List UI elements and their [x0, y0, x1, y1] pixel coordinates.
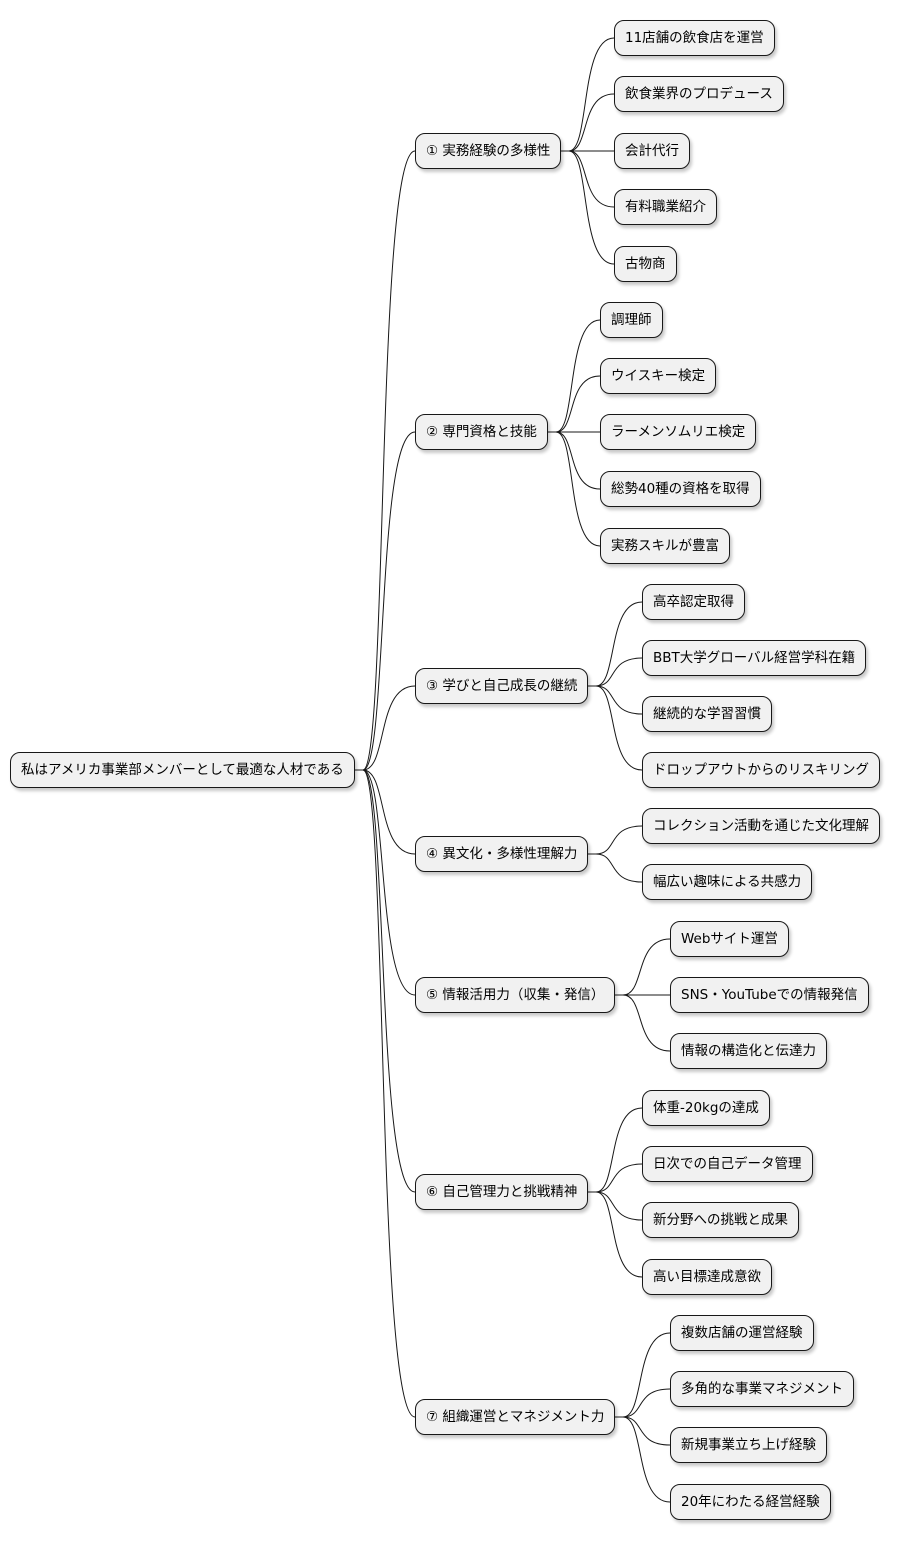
leaf-node: 幅広い趣味による共感力	[642, 864, 813, 900]
leaf-node: 新分野への挑戦と成果	[642, 1202, 799, 1238]
branch-leaf-connector	[561, 93, 615, 152]
root-branch-connector	[355, 769, 416, 855]
root-node: 私はアメリカ事業部メンバーとして最適な人材である	[10, 752, 355, 788]
branch-leaf-connector	[548, 375, 601, 433]
branch-leaf-connector	[561, 37, 615, 152]
root-branch-connector	[355, 769, 416, 996]
branch-leaf-connector	[548, 431, 601, 547]
branch-leaf-connector	[588, 1163, 643, 1193]
leaf-node: 総勢40種の資格を取得	[600, 471, 761, 507]
leaf-node: 情報の構造化と伝達力	[670, 1033, 827, 1069]
branch-node: ② 専門資格と技能	[415, 414, 548, 450]
branch-node: ⑦ 組織運営とマネジメント力	[415, 1399, 616, 1435]
leaf-node: 日次での自己データ管理	[642, 1146, 813, 1182]
branch-node: ⑤ 情報活用力（収集・発信）	[415, 977, 616, 1013]
leaf-node: ウイスキー検定	[600, 358, 717, 394]
root-branch-connector	[355, 769, 416, 1193]
leaf-node: 11店舗の飲食店を運営	[614, 20, 775, 56]
branch-leaf-connector	[615, 1332, 671, 1418]
leaf-node: 継続的な学習習慣	[642, 696, 772, 732]
branch-leaf-connector	[615, 1388, 671, 1418]
branch-leaf-connector	[588, 657, 643, 687]
branch-leaf-connector	[588, 601, 643, 687]
branch-leaf-connector	[588, 1191, 643, 1278]
leaf-node: 新規事業立ち上げ経験	[670, 1427, 827, 1463]
branch-leaf-connector	[588, 1107, 643, 1193]
branch-leaf-connector	[548, 431, 601, 490]
root-branch-connector	[355, 685, 416, 771]
leaf-node: 古物商	[614, 246, 677, 282]
leaf-node: 調理師	[600, 302, 663, 338]
leaf-node: 複数店舗の運営経験	[670, 1315, 814, 1351]
leaf-node: 体重-20kgの達成	[642, 1090, 770, 1126]
branch-leaf-connector	[615, 938, 671, 996]
leaf-node: 有料職業紹介	[614, 189, 717, 225]
branch-node: ① 実務経験の多様性	[415, 133, 562, 169]
branch-leaf-connector	[561, 150, 615, 265]
root-branch-connector	[355, 150, 416, 771]
branch-node: ④ 異文化・多様性理解力	[415, 836, 589, 872]
leaf-node: 実務スキルが豊富	[600, 528, 730, 564]
branch-leaf-connector	[548, 319, 601, 433]
leaf-node: 会計代行	[614, 133, 690, 169]
leaf-node: ドロップアウトからのリスキリング	[642, 752, 880, 788]
branch-node: ⑥ 自己管理力と挑戦精神	[415, 1174, 589, 1210]
leaf-node: ラーメンソムリエ検定	[600, 414, 757, 450]
branch-leaf-connector	[615, 994, 671, 1052]
leaf-node: Webサイト運営	[670, 921, 789, 957]
leaf-node: SNS・YouTubeでの情報発信	[670, 977, 869, 1013]
branch-leaf-connector	[615, 1416, 671, 1446]
leaf-node: 多角的な事業マネジメント	[670, 1371, 854, 1407]
root-branch-connector	[355, 431, 416, 771]
branch-leaf-connector	[615, 1416, 671, 1503]
leaf-node: 20年にわたる経営経験	[670, 1484, 831, 1520]
leaf-node: 高卒認定取得	[642, 584, 745, 620]
root-branch-connector	[355, 769, 416, 1418]
branch-leaf-connector	[588, 853, 643, 883]
branch-leaf-connector	[588, 685, 643, 715]
branch-leaf-connector	[588, 825, 643, 855]
leaf-node: コレクション活動を通じた文化理解	[642, 808, 880, 844]
branch-node: ③ 学びと自己成長の継続	[415, 668, 589, 704]
leaf-node: 高い目標達成意欲	[642, 1259, 772, 1295]
leaf-node: BBT大学グローバル経営学科在籍	[642, 640, 867, 676]
branch-leaf-connector	[588, 1191, 643, 1221]
branch-leaf-connector	[561, 150, 615, 208]
leaf-node: 飲食業界のプロデュース	[614, 76, 784, 112]
branch-leaf-connector	[588, 685, 643, 771]
